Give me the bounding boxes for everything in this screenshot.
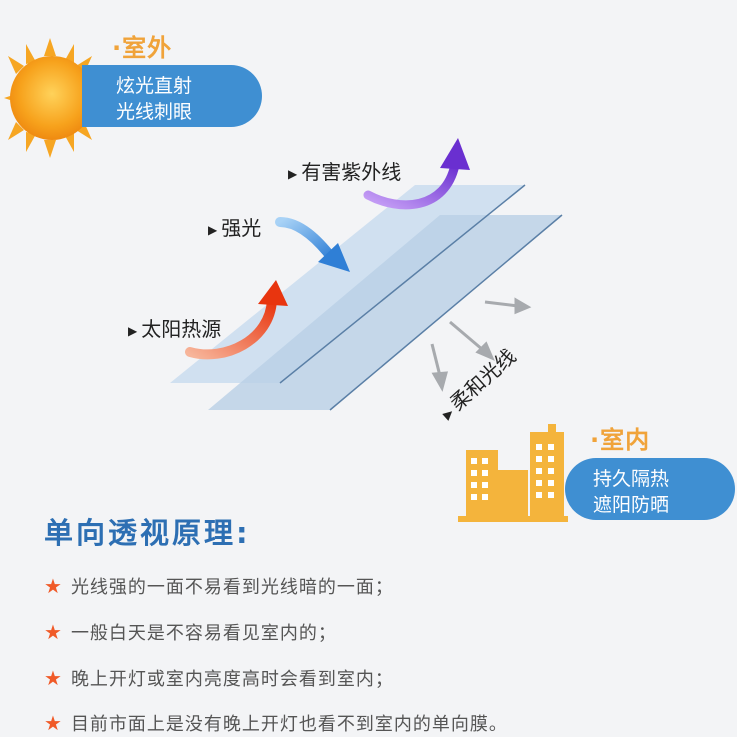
star-icon: ★ (44, 711, 63, 735)
marker-icon: ▶ (208, 223, 217, 237)
outdoor-info-pill: 炫光直射 光线刺眼 (82, 65, 262, 127)
indoor-line-2: 遮阳防晒 (593, 492, 715, 518)
outdoor-label: ·室外 (112, 28, 172, 63)
indoor-info-pill: 持久隔热 遮阳防晒 (565, 458, 735, 520)
outdoor-line-1: 炫光直射 (116, 73, 242, 99)
list-item: ★目前市面上是没有晚上开灯也看不到室内的单向膜。 (44, 710, 508, 736)
strong-light-arrow-icon (280, 222, 350, 272)
principle-title: 单向透视原理: (44, 510, 251, 552)
star-icon: ★ (44, 666, 63, 690)
list-item: ★一般白天是不容易看见室内的； (44, 619, 337, 645)
marker-icon: ▶ (128, 324, 137, 338)
uv-label: ▶有害紫外线 (288, 156, 401, 185)
indoor-label: ·室内 (590, 420, 650, 455)
buildings-icon (458, 424, 568, 522)
marker-icon: ▶ (288, 167, 297, 181)
list-item: ★光线强的一面不易看到光线暗的一面； (44, 573, 394, 599)
indoor-line-1: 持久隔热 (593, 466, 715, 492)
list-item: ★晚上开灯或室内亮度高时会看到室内； (44, 665, 394, 691)
outdoor-line-2: 光线刺眼 (116, 99, 242, 125)
heat-label: ▶太阳热源 (128, 313, 221, 342)
strong-light-label: ▶强光 (208, 212, 261, 241)
star-icon: ★ (44, 620, 63, 644)
star-icon: ★ (44, 574, 63, 598)
